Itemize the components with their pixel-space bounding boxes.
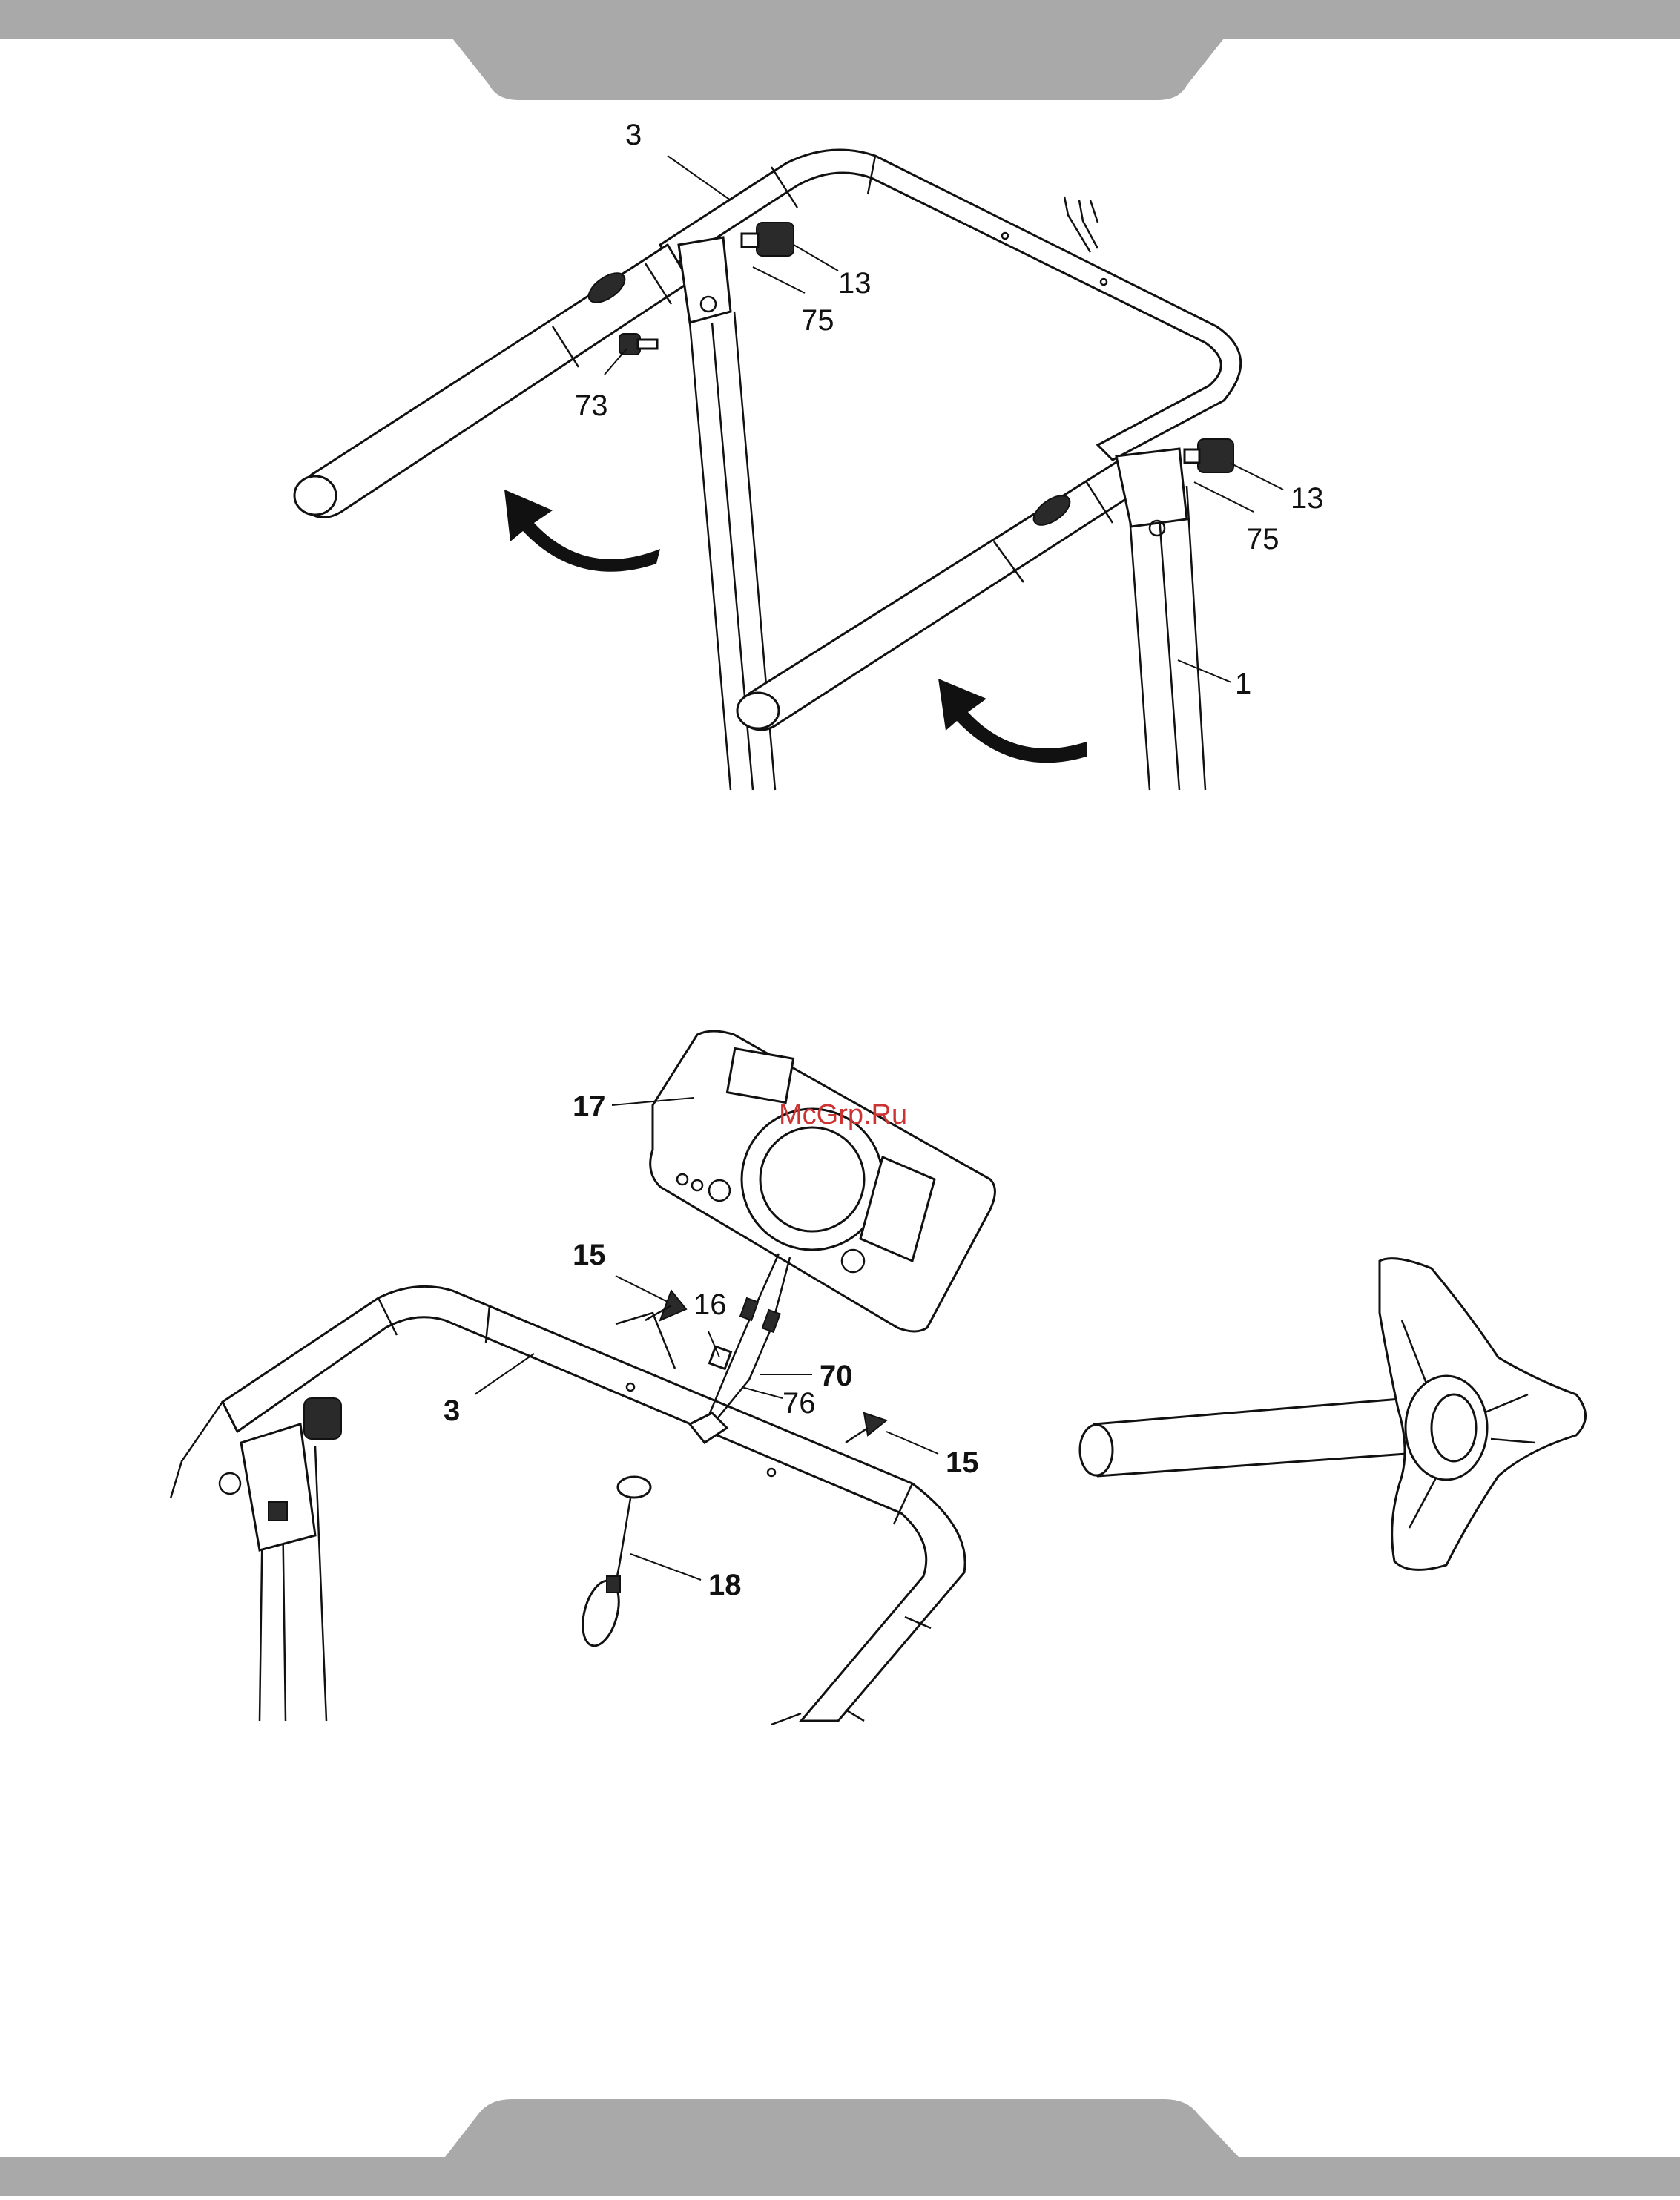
callout-label: 13 [1291, 482, 1324, 515]
screw-15-icon [846, 1413, 886, 1443]
callout-label: 75 [1246, 523, 1279, 556]
left-handle-end-cap [294, 476, 336, 515]
bottom-u-bar [223, 1286, 965, 1721]
top-u-bar [660, 150, 1241, 460]
bar-hole-icon [768, 1469, 775, 1476]
console-wires [1064, 197, 1098, 252]
fold-arrow-left-icon [504, 490, 660, 572]
watermark-text: McGrp.Ru [779, 1099, 907, 1130]
figure-bottom-console-assembly: 17 15 16 70 3 76 15 18 McGrp.Ru [171, 1031, 995, 1725]
right-handle-end-cap [737, 693, 779, 728]
leader-15 [616, 1276, 668, 1302]
callout-label: 15 [946, 1446, 979, 1479]
callout-label: 73 [575, 389, 608, 422]
leader-18 [630, 1554, 701, 1580]
fold-arrow-right-icon [938, 679, 1087, 763]
console-wire-2 [716, 1257, 790, 1420]
knob-left-bottom-icon [304, 1398, 341, 1439]
nut-icon [269, 1502, 287, 1521]
leader-13 [794, 245, 838, 271]
callout-label: 76 [783, 1387, 816, 1420]
callout-label: 13 [838, 267, 872, 300]
screw-15-icon [645, 1291, 686, 1320]
figure-top-handlebar-assembly: 3 13 75 73 13 75 1 [294, 119, 1324, 790]
leader-3 [475, 1354, 534, 1394]
callout-label: 18 [708, 1569, 742, 1601]
right-handle-tube [742, 460, 1135, 730]
callout-label: 70 [820, 1360, 853, 1392]
right-upright [1127, 486, 1205, 790]
leader-13 [1231, 464, 1283, 490]
leader-76 [742, 1387, 783, 1398]
knob-detail-illustration [1080, 1259, 1586, 1570]
leader-73 [605, 349, 627, 375]
callout-label: 1 [1235, 668, 1251, 700]
knob-hub-inner [1432, 1394, 1476, 1461]
leader-75 [1194, 482, 1254, 512]
safety-key-18-icon [576, 1477, 650, 1650]
header-band [0, 0, 1680, 100]
footer-band [0, 2099, 1680, 2196]
callout-label: 15 [573, 1239, 606, 1271]
callout-label: 75 [801, 304, 834, 337]
connector-16-icon [709, 1346, 731, 1369]
leader-1 [1178, 660, 1231, 682]
knob-13-left-icon [742, 223, 794, 256]
bolt-icon [220, 1473, 240, 1494]
leader-75 [753, 267, 805, 293]
callout-label: 3 [444, 1394, 460, 1427]
leader-15 [886, 1432, 938, 1454]
left-handle-tube [301, 245, 690, 518]
alignment-guide [616, 1313, 675, 1369]
console-17-icon [650, 1031, 995, 1331]
knob-13-right-icon [1185, 439, 1233, 472]
callout-label: 17 [573, 1090, 606, 1123]
callout-label: 16 [694, 1288, 727, 1321]
left-bracket-bottom [241, 1424, 315, 1550]
callout-label: 3 [625, 119, 642, 151]
connector-icon [762, 1310, 780, 1332]
connector-icon [740, 1298, 758, 1320]
leader-3 [668, 156, 731, 200]
knob-shaft-end [1080, 1425, 1113, 1475]
right-bracket [1116, 449, 1187, 527]
